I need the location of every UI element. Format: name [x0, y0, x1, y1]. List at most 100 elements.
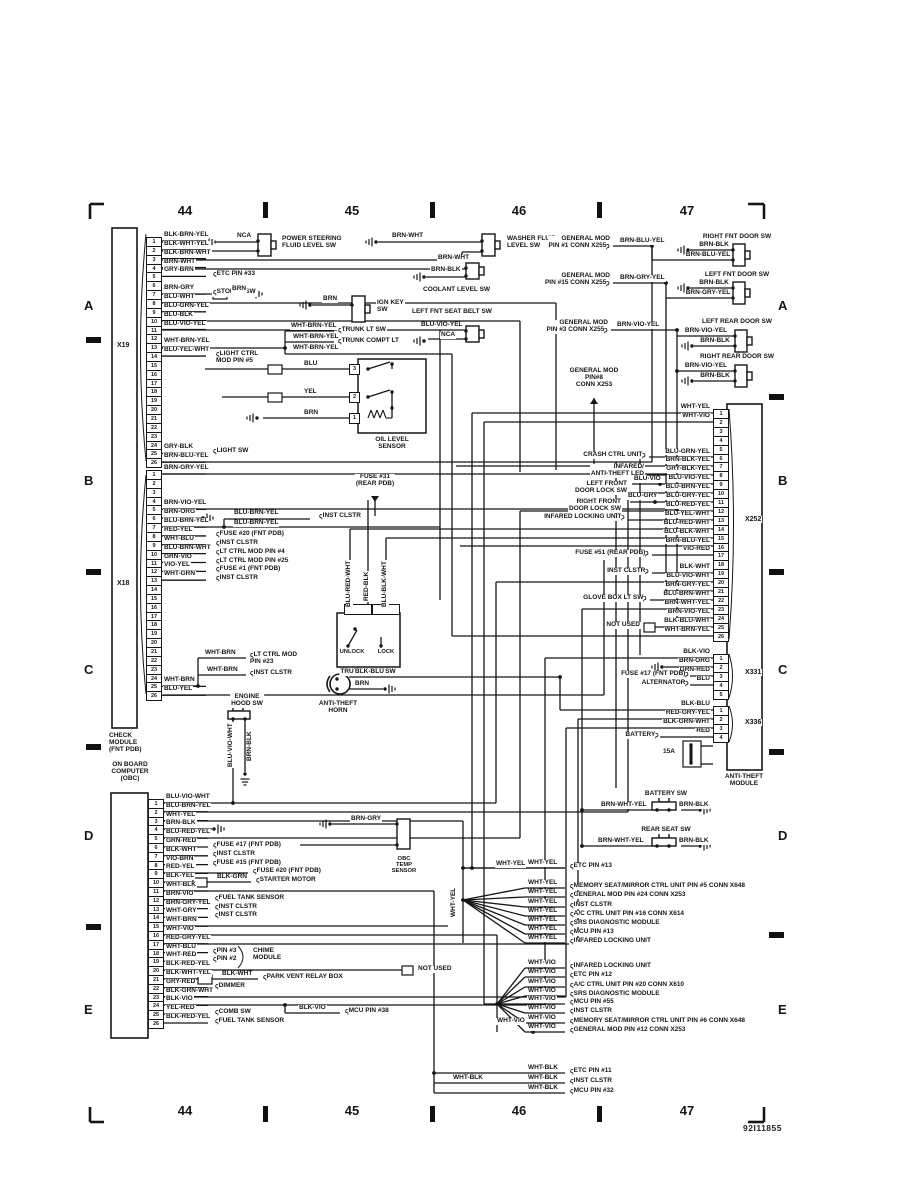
label-text: PIN #2: [216, 955, 237, 963]
grid-row-D: D: [778, 828, 788, 843]
label-text: GRN-RED: [166, 837, 197, 844]
hook-icon: ς: [645, 568, 649, 575]
wire-label: BLU: [303, 360, 319, 368]
ign-key-sw-pin: [350, 303, 354, 307]
label-text: WHT-VIO: [528, 1014, 556, 1021]
label-text: PARK VENT RELAY BOX: [266, 973, 343, 980]
label-text: BLU-BRN-WHT: [164, 543, 211, 551]
anti-theft-module-label: ANTI-THEFT MODULE: [723, 773, 765, 788]
wire: [462, 899, 526, 944]
wire-label: BRN-WHT-YEL: [597, 837, 645, 845]
label-text: WHT-VIO: [166, 925, 194, 932]
label-text: BLU-BLK: [164, 310, 193, 318]
dest-label: ςMCU PIN #13: [569, 928, 615, 937]
label-text: PIN #3: [216, 946, 237, 954]
label-text: FUSE #1 (FNT PDB): [219, 565, 281, 573]
tick-mark: [430, 202, 435, 218]
ground-icon: [686, 248, 690, 252]
label-text: MCU PIN #55: [573, 998, 614, 1005]
label-text: WHT-BRN: [205, 649, 236, 656]
wire-label: BLU-BRN-WHT: [163, 543, 212, 552]
wire-label: WHT-BRN-YEL: [290, 322, 338, 330]
wire-label: BLU-GRY-YEL: [665, 492, 711, 500]
label-text: INST CLSTR: [219, 574, 258, 582]
wire-label: WHT-GRY: [165, 907, 198, 916]
label-text: WHT-YEL: [528, 888, 558, 895]
wire-label: BLU-YEL-WHT: [663, 510, 711, 518]
hook-icon: ς: [570, 1078, 574, 1085]
wire: [376, 409, 381, 419]
wire: [496, 995, 526, 1005]
obc-temp-sensor-label: OBC TEMP SENSOR: [390, 856, 418, 875]
right-fnt-door-sw-label: RIGHT FNT DOOR SW: [701, 233, 773, 241]
wire-label: X252: [744, 516, 763, 524]
label-text: WHT-RED: [166, 951, 197, 959]
label-text: BRN: [304, 409, 319, 416]
anti-theft-horn-label: ANTI-THEFT HORN: [317, 700, 359, 715]
wire-label: WHT-GRN: [163, 570, 197, 579]
dest-label: ςA/C CTRL UNIT PIN #20 CONN X610: [569, 981, 686, 990]
wire-label: BRN-BLK: [246, 730, 254, 762]
label-text: BLK-GRN-WHT: [663, 718, 710, 725]
label-text: POWER STEERING FLUID LEVEL SW: [282, 235, 342, 249]
wire-label: GRN-RED: [678, 666, 711, 674]
hook-icon: ς: [570, 1018, 574, 1025]
wire-label: BRN-BLK: [699, 372, 731, 380]
wire-label: BRN-ORG: [677, 657, 711, 665]
doc-id: 92I11855: [743, 1123, 782, 1133]
label-text: WHT-VIO: [528, 978, 556, 985]
wire-label: BLU-RED-YEL: [664, 501, 711, 509]
dest-label: ςETC PIN #12: [569, 971, 613, 980]
label-text: WHT-YEL: [450, 887, 457, 917]
hook-icon: ς: [570, 902, 574, 909]
wire-label: NOT USED: [417, 965, 453, 973]
battery-sw-label: BATTERY SW: [643, 790, 689, 798]
wire-label: GRN-VIO: [163, 553, 193, 561]
label-text: WHT-BRN-YEL: [291, 322, 337, 329]
label-text: BRN-VIO-YEL: [684, 362, 728, 369]
hook-icon: ς: [319, 513, 323, 520]
label-text: FUSE #20 (FNT PDB): [256, 867, 321, 875]
label-text: MCU PIN #13: [573, 928, 614, 935]
label-text: BRN-WHT-YEL: [601, 801, 647, 808]
wire-label: WHT-YEL: [450, 886, 458, 918]
wire: [462, 899, 526, 926]
wire-label: WHT-YEL: [527, 888, 559, 896]
grid-row-D: D: [84, 828, 94, 843]
wire-label: WHT-VIO: [527, 978, 557, 986]
label-text: BLU-YEL-WHT: [164, 346, 210, 354]
wire-label: WHT-VIO: [527, 1023, 557, 1031]
left-rear-door-sw: [746, 336, 753, 346]
dest-label: ςFUEL TANK SENSOR: [214, 1017, 286, 1026]
label-text: ENGINE HOOD SW: [231, 693, 263, 707]
hook-icon: ς: [570, 1008, 574, 1015]
label-text: BLU-BLK-WHT: [664, 527, 710, 535]
wire-label: WHT-BLK: [527, 1084, 559, 1092]
wire-label: BRN-VIO-YEL: [616, 321, 661, 329]
wire-label: BLU: [695, 675, 711, 683]
label-text: BLU-WHT: [164, 292, 195, 300]
label-text: LOCK: [377, 649, 395, 655]
coolant-level-sw-label: COOLANT LEVEL SW: [422, 286, 492, 294]
junction-dot: [222, 525, 226, 529]
hook-icon: ς: [685, 680, 689, 687]
wire-label: BRN-BLK: [678, 837, 710, 845]
label-text: WHT-BLK: [528, 1084, 558, 1091]
hook-icon: ς: [570, 991, 574, 998]
ground-icon: [383, 687, 387, 691]
on-board-computer-label: ON BOARD COMPUTER (OBC): [110, 761, 150, 783]
hook-icon: ς: [213, 289, 217, 297]
hook-icon: ς: [570, 929, 574, 936]
wire-label: ςINST CLSTR: [249, 669, 293, 678]
dest-label: ςFUSE #15 (FNT PDB): [212, 859, 282, 867]
hook-icon: ς: [570, 920, 574, 927]
wire-label: VIO-YEL: [163, 561, 192, 570]
wire-label: GRN-RED: [165, 837, 198, 845]
wire-label: FUSE #51 (REAR PDB)ς: [574, 549, 650, 558]
pin-box-X19-26: 26: [146, 458, 162, 469]
label-text: WHT-BRN-YEL: [664, 625, 711, 633]
dest-label: ςINFARED LOCKING UNIT: [569, 962, 652, 971]
dest-label: ςFUSE #20 (FNT PDB): [215, 530, 285, 539]
wire-label: BRN: [354, 680, 371, 688]
